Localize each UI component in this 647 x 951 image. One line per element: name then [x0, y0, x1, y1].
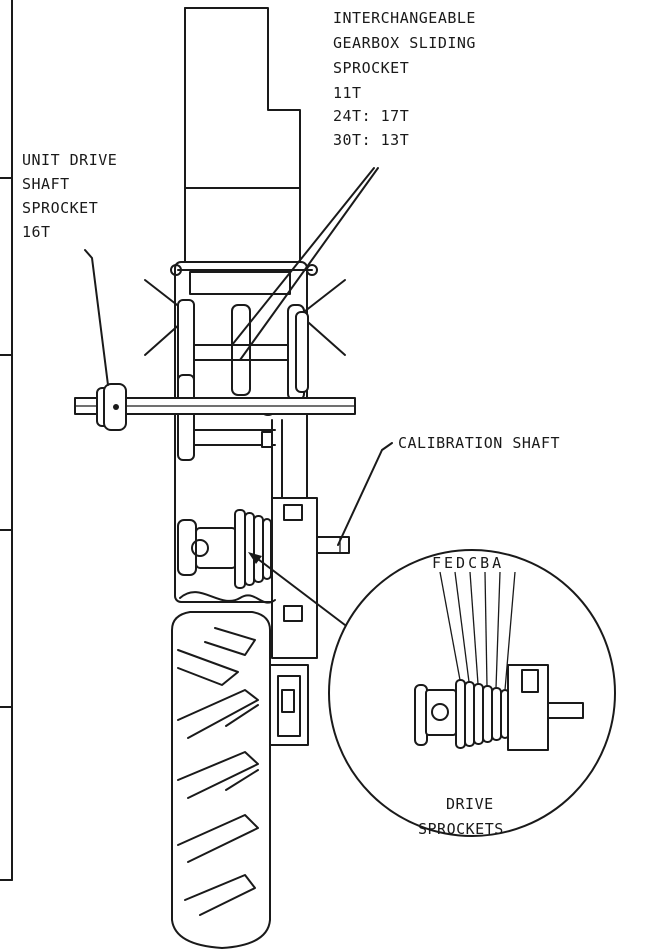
- unit-drive-shaft: [74, 383, 356, 431]
- gearbox-sprocket-label-line-1: INTERCHANGEABLE: [333, 9, 476, 27]
- unit-drive-label-line-3: SPROCKET: [22, 199, 99, 217]
- gearbox-sprocket-label-line-3: SPROCKET: [333, 59, 410, 77]
- frame-upright: [184, 7, 301, 263]
- drive-sprockets-label-line-1: DRIVE: [446, 795, 494, 813]
- callout-leaders: [84, 167, 393, 626]
- sprocket-letters-label: FEDCBA: [432, 554, 505, 572]
- drive-sprocket-stack: [177, 497, 350, 659]
- detail-inset: [328, 549, 616, 837]
- calibration-shaft-label: CALIBRATION SHAFT: [398, 434, 561, 452]
- gearbox-sprocket-label-line-5: 24T: 17T: [333, 107, 410, 125]
- lower-bracket: [269, 664, 309, 746]
- unit-drive-label-line-1: UNIT DRIVE: [22, 151, 118, 169]
- page-border: [0, 0, 13, 881]
- unit-drive-label-line-4: 16T: [22, 223, 51, 241]
- drive-sprockets-label-line-2: SPROCKETS: [418, 820, 504, 838]
- gearbox-sprocket-label-line-4: 11T: [333, 84, 362, 102]
- gearbox-sprocket-label-line-2: GEARBOX SLIDING: [333, 34, 476, 52]
- gearbox-sprocket-label-line-6: 30T: 13T: [333, 131, 410, 149]
- unit-drive-label-line-2: SHAFT: [22, 175, 70, 193]
- tire: [171, 611, 271, 949]
